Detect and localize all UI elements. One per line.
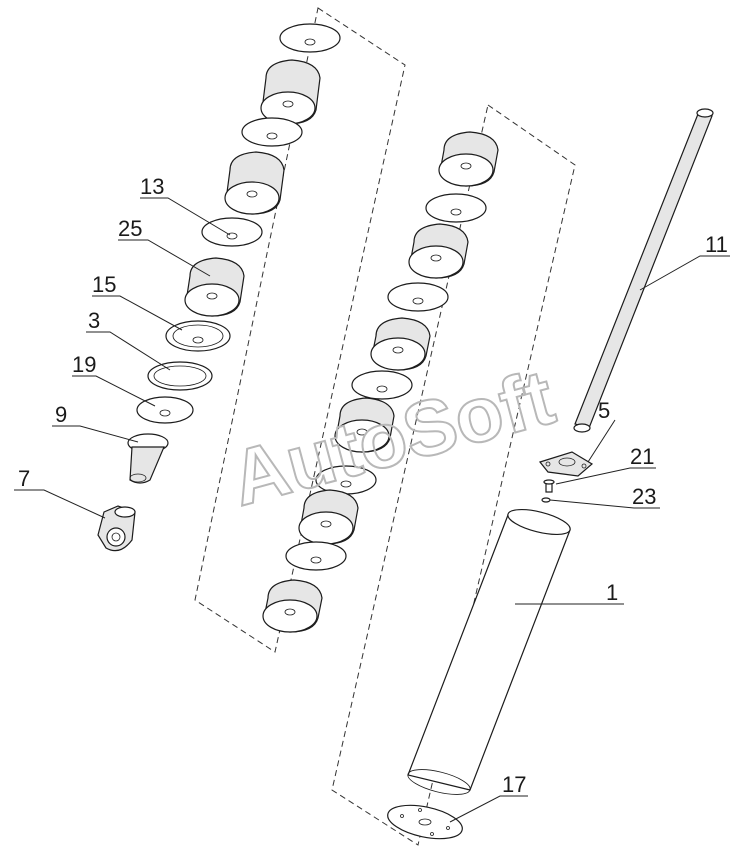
- callout-25: 25: [118, 216, 142, 241]
- callout-17: 17: [502, 772, 526, 797]
- rod-part-11: [573, 108, 714, 433]
- nut-part-23: [541, 497, 551, 503]
- callout-3: 3: [88, 308, 100, 333]
- callout-labels: 13 25 15 3 19 9 7 11 5 21 23 1 17: [18, 174, 728, 797]
- callout-1: 1: [606, 580, 618, 605]
- end-cover-part-17: [387, 804, 463, 840]
- bushing-part-9: [127, 433, 169, 484]
- callout-7: 7: [18, 466, 30, 491]
- right-cushion-stack: [262, 131, 499, 633]
- clevis-eye-part-7: [97, 505, 136, 552]
- flange-plate-part-5: [538, 451, 594, 477]
- callout-19: 19: [72, 352, 96, 377]
- leader-lines: [14, 197, 730, 823]
- left-assembly-dashed-frame: [194, 7, 406, 653]
- right-assembly-dashed-frame: [331, 104, 576, 846]
- bolt-part-21: [543, 479, 555, 493]
- callout-9: 9: [55, 402, 67, 427]
- callout-13: 13: [140, 174, 164, 199]
- callout-21: 21: [630, 444, 654, 469]
- left-cushion-stack: [136, 23, 341, 424]
- callout-23: 23: [632, 484, 656, 509]
- callout-5: 5: [598, 398, 610, 423]
- cylinder-part-1: [407, 508, 571, 795]
- callout-11: 11: [705, 232, 728, 257]
- callout-15: 15: [92, 272, 116, 297]
